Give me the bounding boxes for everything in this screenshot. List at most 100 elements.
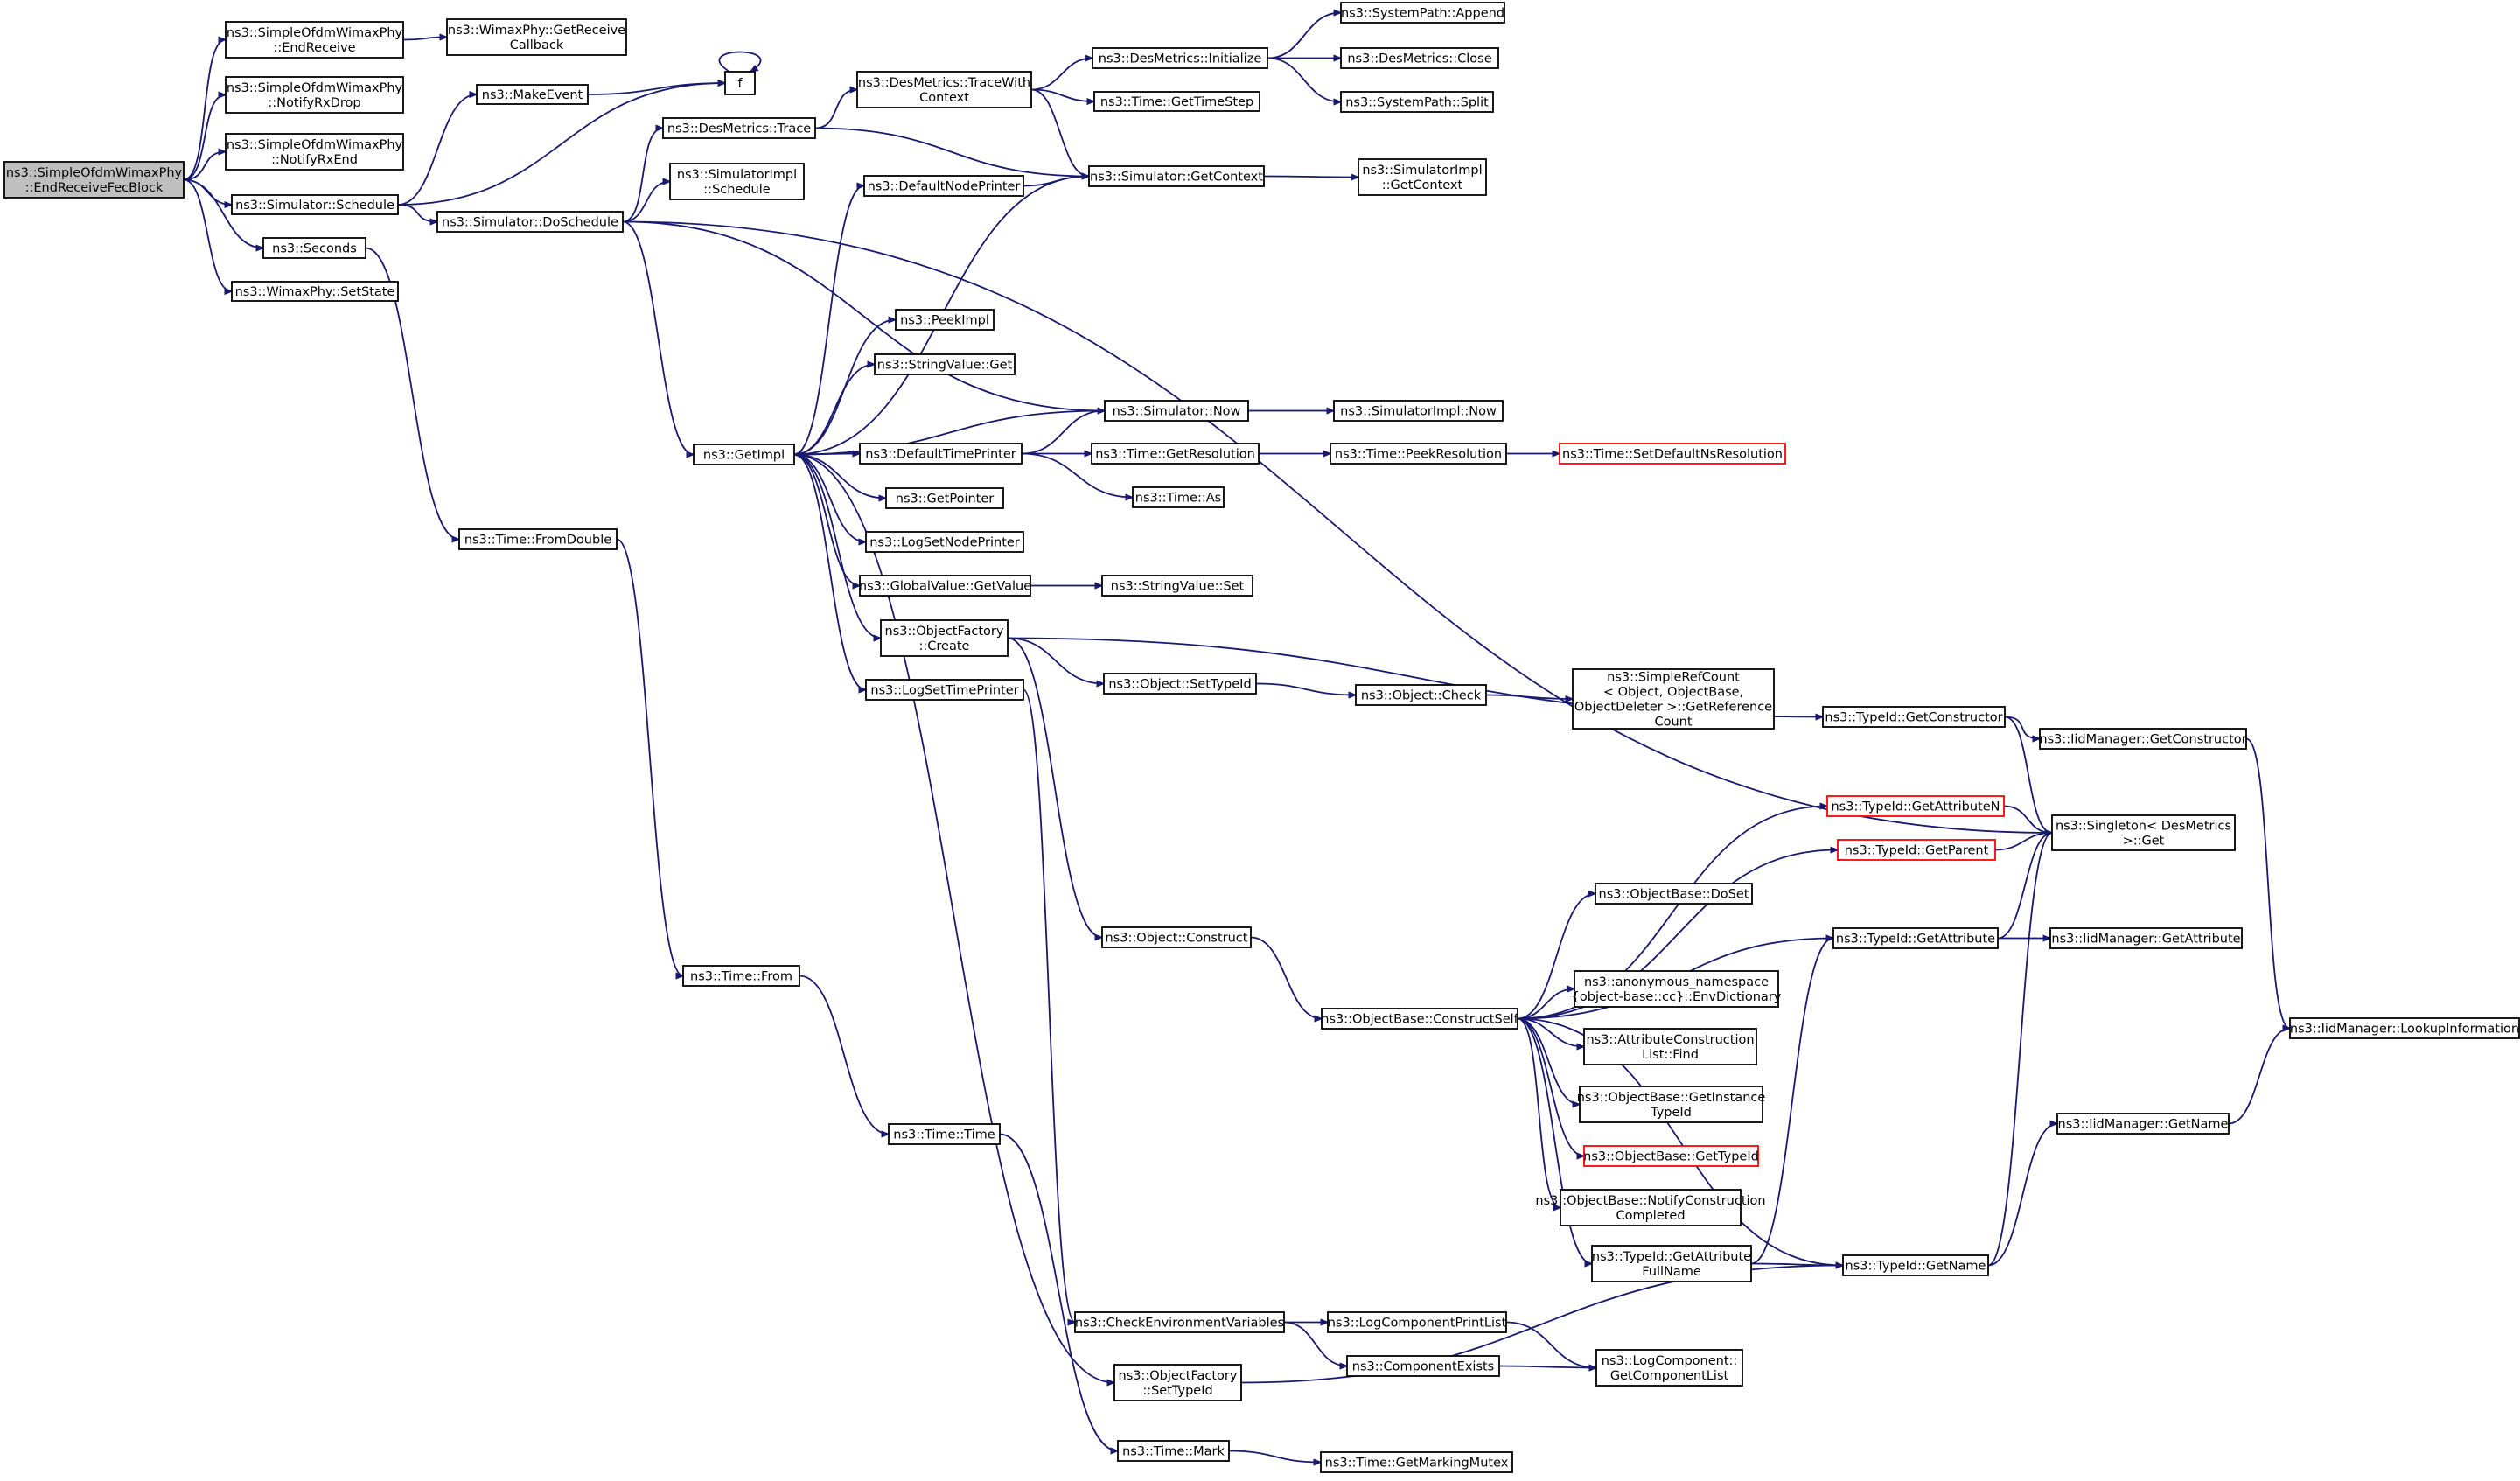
node-desTrace[interactable]: ns3::DesMetrics::Trace xyxy=(662,117,816,139)
node-schedule[interactable]: ns3::Simulator::Schedule xyxy=(231,194,399,215)
node-makeEvent[interactable]: ns3::MakeEvent xyxy=(476,84,589,105)
node-implSchedule[interactable]: ns3::SimulatorImpl::Schedule xyxy=(669,163,805,200)
node-implGetContext[interactable]: ns3::SimulatorImpl::GetContext xyxy=(1358,158,1487,196)
node-label: ns3::IidManager::GetAttribute xyxy=(2051,932,2240,946)
node-notifyRxDrop[interactable]: ns3::SimpleOfdmWimaxPhy::NotifyRxDrop xyxy=(225,76,404,114)
node-defaultNodePrinter[interactable]: ns3::DefaultNodePrinter xyxy=(863,175,1024,197)
node-objSetTypeId[interactable]: ns3::Object::SetTypeId xyxy=(1103,673,1257,695)
node-defaultTimePrinter[interactable]: ns3::DefaultTimePrinter xyxy=(859,443,1023,465)
node-label: ::EndReceiveFecBlock xyxy=(25,181,164,195)
node-envDict[interactable]: ns3::anonymous_namespace{object-base::cc… xyxy=(1572,970,1782,1008)
node-getConstructor[interactable]: ns3::TypeId::GetConstructor xyxy=(1822,706,2006,728)
node-label: ns3::Time::FromDouble xyxy=(464,533,611,547)
node-label: < Object, ObjectBase, xyxy=(1603,685,1743,699)
node-iidGetName[interactable]: ns3::IidManager::GetName xyxy=(2056,1113,2230,1135)
node-timeTime[interactable]: ns3::Time::Time xyxy=(888,1123,1001,1145)
node-lookupInfo[interactable]: ns3::IidManager::LookupInformation xyxy=(2289,1017,2520,1039)
node-timeAs[interactable]: ns3::Time::As xyxy=(1132,486,1225,508)
edge-constructSelf-to-envDict xyxy=(1517,989,1574,1020)
node-root[interactable]: ns3::SimpleOfdmWimaxPhy::EndReceiveFecBl… xyxy=(3,161,185,199)
node-desClose[interactable]: ns3::DesMetrics::Close xyxy=(1340,47,1499,69)
node-box xyxy=(1595,1349,1743,1387)
node-label: ns3::SimpleOfdmWimaxPhy xyxy=(227,81,403,95)
node-iidGetConstructor[interactable]: ns3::IidManager::GetConstructor xyxy=(2039,728,2247,750)
edge-makeEvent-to-f xyxy=(587,83,725,95)
node-getImpl[interactable]: ns3::GetImpl xyxy=(693,444,795,465)
node-box xyxy=(865,679,1024,701)
node-label: ns3::Time::Time xyxy=(893,1128,995,1142)
edge-compExists-to-getCompList xyxy=(1498,1366,1596,1368)
edge-desInit-to-sysAppend xyxy=(1267,13,1341,59)
node-timeMark[interactable]: ns3::Time::Mark xyxy=(1117,1440,1230,1462)
node-box xyxy=(1355,684,1487,706)
edge-constructSelf-to-notifyConstruction xyxy=(1517,1017,1560,1208)
node-typeIdGetName[interactable]: ns3::TypeId::GetName xyxy=(1842,1254,1989,1276)
node-objFactorySetTypeId[interactable]: ns3::ObjectFactory::SetTypeId xyxy=(1113,1364,1242,1401)
node-objCheck[interactable]: ns3::Object::Check xyxy=(1355,684,1487,706)
node-getMarkingMutex[interactable]: ns3::Time::GetMarkingMutex xyxy=(1320,1451,1513,1473)
node-stringValueGet[interactable]: ns3::StringValue::Get xyxy=(874,353,1016,375)
node-implNow[interactable]: ns3::SimulatorImpl::Now xyxy=(1333,400,1504,422)
node-label: ns3::TypeId::GetConstructor xyxy=(1825,710,2002,724)
node-simNow[interactable]: ns3::Simulator::Now xyxy=(1104,400,1249,422)
node-label: ns3::MakeEvent xyxy=(482,88,583,102)
node-getCompList[interactable]: ns3::LogComponent::GetComponentList xyxy=(1595,1349,1743,1387)
node-f[interactable]: f xyxy=(724,71,756,95)
node-obGetTypeId[interactable]: ns3::ObjectBase::GetTypeId xyxy=(1583,1145,1759,1167)
node-fromDouble[interactable]: ns3::Time::FromDouble xyxy=(458,528,618,550)
node-sysSplit[interactable]: ns3::SystemPath::Split xyxy=(1340,91,1494,113)
edge-objConstruct-to-constructSelf xyxy=(1250,936,1322,1019)
node-globalGetValue[interactable]: ns3::GlobalValue::GetValue xyxy=(859,575,1031,597)
node-notifyRxEnd[interactable]: ns3::SimpleOfdmWimaxPhy::NotifyRxEnd xyxy=(225,133,404,171)
edge-schedule-to-makeEvent xyxy=(397,94,477,206)
node-getTimeStep[interactable]: ns3::Time::GetTimeStep xyxy=(1093,91,1260,112)
node-objFactoryCreate[interactable]: ns3::ObjectFactory::Create xyxy=(880,619,1009,657)
node-compExists[interactable]: ns3::ComponentExists xyxy=(1346,1355,1500,1377)
edge-doSchedule-to-getImpl xyxy=(622,220,694,455)
node-label: ns3::Time::GetMarkingMutex xyxy=(1325,1456,1509,1470)
node-label: ns3::Seconds xyxy=(272,241,357,255)
node-doSchedule[interactable]: ns3::Simulator::DoSchedule xyxy=(436,211,624,233)
node-logSetTimePrinter[interactable]: ns3::LogSetTimePrinter xyxy=(865,679,1024,701)
node-label: Completed xyxy=(1616,1209,1685,1223)
node-getPointer[interactable]: ns3::GetPointer xyxy=(885,487,1004,509)
node-endReceive[interactable]: ns3::SimpleOfdmWimaxPhy::EndReceive xyxy=(225,21,404,59)
node-peekResolution[interactable]: ns3::Time::PeekResolution xyxy=(1330,443,1507,465)
node-singletonGet[interactable]: ns3::Singleton< DesMetrics>::Get xyxy=(2051,814,2236,851)
edge-traceWithContext-to-desInit xyxy=(1030,59,1092,91)
node-simpleRefCount[interactable]: ns3::SimpleRefCount< Object, ObjectBase,… xyxy=(1572,668,1775,730)
node-objConstruct[interactable]: ns3::Object::Construct xyxy=(1101,926,1252,948)
node-iidGetAttribute[interactable]: ns3::IidManager::GetAttribute xyxy=(2049,927,2243,949)
node-timeFrom[interactable]: ns3::Time::From xyxy=(682,965,800,987)
node-seconds[interactable]: ns3::Seconds xyxy=(262,237,366,259)
node-getParent[interactable]: ns3::TypeId::GetParent xyxy=(1837,839,1996,861)
edge-traceWithContext-to-getContext xyxy=(1030,88,1089,177)
edge-objFactoryCreate-to-objConstruct xyxy=(1007,637,1102,938)
node-stringValueSet[interactable]: ns3::StringValue::Set xyxy=(1101,575,1253,597)
node-getAttribute[interactable]: ns3::TypeId::GetAttribute xyxy=(1832,927,1999,949)
edge-getConstructor-to-singletonGet xyxy=(2004,716,2052,834)
node-constructSelf[interactable]: ns3::ObjectBase::ConstructSelf xyxy=(1321,1008,1519,1030)
node-desInit[interactable]: ns3::DesMetrics::Initialize xyxy=(1092,47,1268,69)
node-setDefaultNsRes[interactable]: ns3::Time::SetDefaultNsResolution xyxy=(1559,443,1786,465)
node-getResolution[interactable]: ns3::Time::GetResolution xyxy=(1091,443,1260,465)
node-setState[interactable]: ns3::WimaxPhy::SetState xyxy=(231,281,399,302)
node-getAttributeN[interactable]: ns3::TypeId::GetAttributeN xyxy=(1826,795,2005,817)
node-checkEnvVars[interactable]: ns3::CheckEnvironmentVariables xyxy=(1074,1311,1285,1333)
node-logCompPrintList[interactable]: ns3::LogComponentPrintList xyxy=(1327,1311,1507,1333)
node-sysAppend[interactable]: ns3::SystemPath::Append xyxy=(1340,2,1505,24)
node-getContext[interactable]: ns3::Simulator::GetContext xyxy=(1088,165,1265,187)
node-label: ns3::TypeId::GetParent xyxy=(1845,843,1989,857)
node-logSetNodePrinter[interactable]: ns3::LogSetNodePrinter xyxy=(865,531,1024,553)
node-box xyxy=(859,443,1023,465)
node-doSet[interactable]: ns3::ObjectBase::DoSet xyxy=(1595,883,1753,905)
node-notifyConstruction[interactable]: ns3::ObjectBase::NotifyConstructionCompl… xyxy=(1535,1189,1766,1226)
node-box xyxy=(1333,400,1504,422)
node-peekImpl[interactable]: ns3::PeekImpl xyxy=(895,309,995,331)
node-label: ns3::Object::Check xyxy=(1361,688,1482,702)
